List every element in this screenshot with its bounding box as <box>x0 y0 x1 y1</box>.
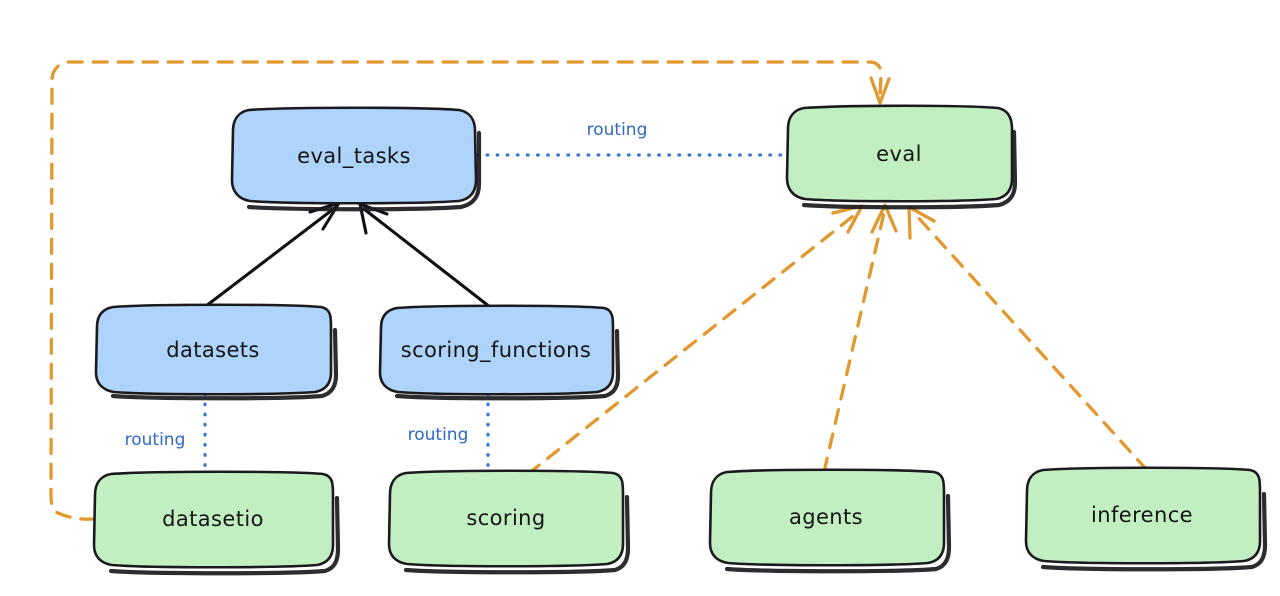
node-label-eval: eval <box>876 142 922 166</box>
edge-inference-to-eval <box>907 205 1149 472</box>
node-eval_tasks[interactable]: eval_tasks <box>230 106 482 212</box>
node-label-inference: inference <box>1091 503 1193 527</box>
edge-datasetio-to-eval <box>49 60 891 521</box>
node-label-scoring: scoring <box>466 506 545 530</box>
node-scoring[interactable]: scoring <box>387 469 631 575</box>
node-label-eval_tasks: eval_tasks <box>297 144 411 169</box>
edge-agents-to-eval <box>822 203 898 474</box>
edge-scoring_functions-to-eval_tasks <box>358 202 492 309</box>
node-agents[interactable]: agents <box>708 468 952 574</box>
node-label-scoring_functions: scoring_functions <box>401 338 591 363</box>
node-eval[interactable]: eval <box>785 104 1018 210</box>
node-label-agents: agents <box>789 505 863 529</box>
node-scoring_functions[interactable]: scoring_functions <box>378 304 621 401</box>
edge-label-layer: routing routing routing <box>125 120 648 450</box>
node-label-datasets: datasets <box>166 338 260 362</box>
node-datasetio[interactable]: datasetio <box>92 470 341 576</box>
edge-layer <box>49 60 1149 521</box>
node-datasets[interactable]: datasets <box>94 303 339 401</box>
node-inference[interactable]: inference <box>1024 466 1268 572</box>
edge-label-routing-eval: routing <box>587 120 648 140</box>
node-label-datasetio: datasetio <box>162 507 264 531</box>
edge-label-routing-scoring: routing <box>408 425 469 445</box>
edge-label-routing-datasetio: routing <box>125 430 186 450</box>
edge-datasets-to-eval_tasks <box>204 201 341 308</box>
